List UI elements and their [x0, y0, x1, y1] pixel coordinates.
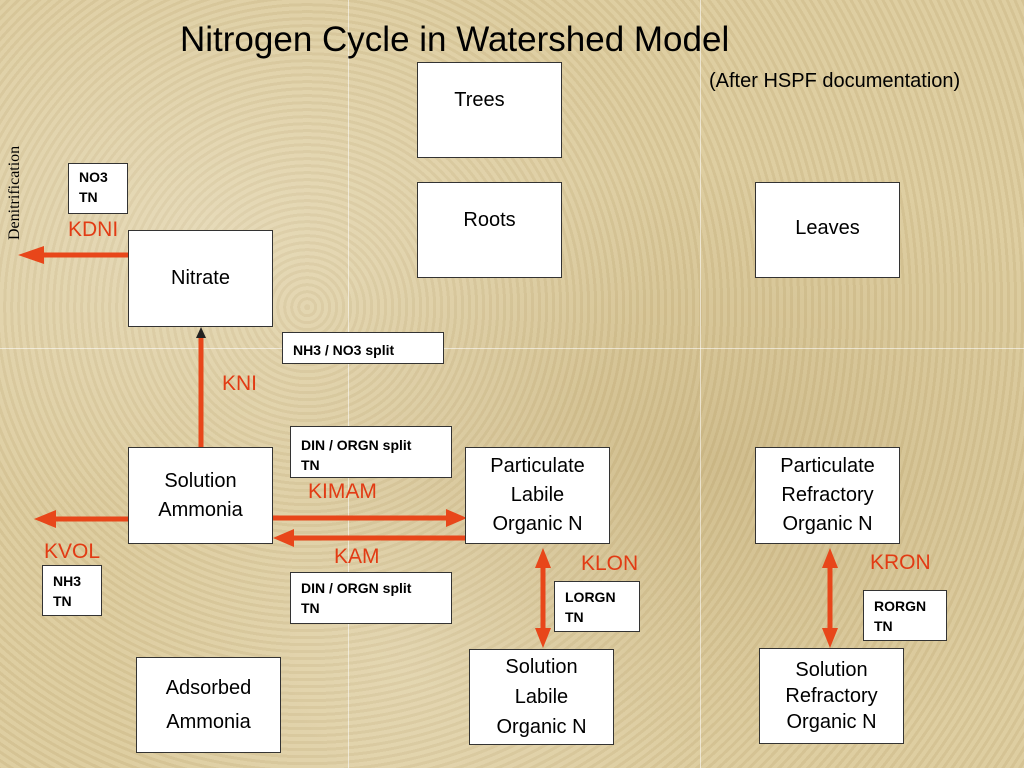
particulate-labile-organic-n-node: Particulate Labile Organic N: [465, 447, 610, 544]
kron-rate-label: KRON: [870, 551, 931, 574]
klon-arrow-head-down: [535, 628, 551, 648]
diagram-subtitle: (After HSPF documentation): [709, 70, 961, 92]
background-gridline: [700, 0, 701, 768]
kdni-arrow-head: [18, 246, 44, 264]
roots-node: Roots: [417, 182, 562, 278]
kam-arrow-head: [273, 529, 294, 547]
klon-rate-label: KLON: [581, 552, 639, 575]
kni-arrow-head: [196, 327, 206, 338]
adsorbed-ammonia-node: Adsorbed Ammonia: [136, 657, 281, 753]
solution-ammonia-node: Solution Ammonia: [128, 447, 273, 544]
leaves-node: Leaves: [755, 182, 900, 278]
kni-rate-label: KNI: [222, 372, 258, 395]
kvol-rate-label: KVOL: [44, 540, 101, 563]
kvol-arrow-head: [34, 510, 56, 528]
background-gridline: [348, 0, 349, 768]
din-orgn-split-note: DIN / ORGN split TN: [290, 426, 452, 478]
kron-arrow-head-up: [822, 548, 838, 568]
klon-arrow-head-up: [535, 548, 551, 568]
solution-refractory-organic-n-node: Solution Refractory Organic N: [759, 648, 904, 744]
lorgn-tn-note: LORGN TN: [554, 581, 640, 632]
no3-tn-note: NO3 TN: [68, 163, 128, 214]
kdni-rate-label: KDNI: [68, 218, 119, 241]
kimam-arrow-head: [446, 509, 467, 527]
nh3-tn-note: NH3 TN: [42, 565, 102, 616]
nh3-no3-split-note: NH3 / NO3 split: [282, 332, 444, 364]
rorgn-tn-note: RORGN TN: [863, 590, 947, 641]
trees-node: Trees: [417, 62, 562, 158]
nitrate-node: Nitrate: [128, 230, 273, 327]
particulate-refractory-organic-n-node: Particulate Refractory Organic N: [755, 447, 900, 544]
din-orgn-split-note: DIN / ORGN split TN: [290, 572, 452, 624]
kron-arrow-head-down: [822, 628, 838, 648]
background-gridline: [0, 348, 1024, 349]
kimam-rate-label: KIMAM: [308, 480, 377, 503]
kam-rate-label: KAM: [334, 545, 380, 568]
diagram-title: Nitrogen Cycle in Watershed Model: [180, 20, 730, 59]
solution-labile-organic-n-node: Solution Labile Organic N: [469, 649, 614, 745]
